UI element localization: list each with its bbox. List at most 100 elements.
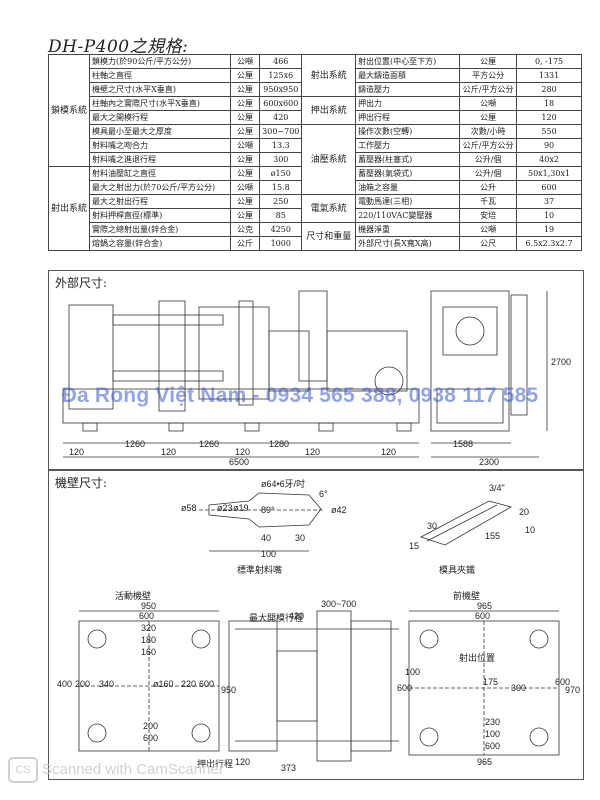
clamp-dim-label: 10 — [525, 525, 536, 535]
right-spec-unit: 公噸 — [459, 222, 518, 237]
page-title: DH-P400之規格: — [48, 37, 189, 57]
left-spec-value: 13.3 — [259, 138, 303, 153]
moving-platen-dim-label: 400 — [57, 679, 73, 689]
fixed-platen-dim-label: 300 — [511, 683, 527, 693]
middle-dim-label: 373 — [281, 763, 297, 773]
right-spec-unit: 公斤/平方公分 — [459, 138, 518, 153]
fixed-platen-dim-label: 600 — [485, 741, 501, 751]
right-spec-item: 鑄造壓力 — [355, 82, 461, 97]
right-group-name: 押出系統 — [301, 96, 357, 125]
left-spec-unit: 公厘 — [229, 96, 261, 111]
ejector-stroke-value: 120 — [235, 757, 251, 767]
clamp-dim-label: 30 — [427, 521, 438, 531]
left-spec-unit: 公厘 — [229, 124, 261, 139]
nozzle-dim-label: 89° — [261, 505, 275, 515]
right-group-name: 尺寸和重量 — [301, 222, 357, 251]
ejector-stroke-label: 押出行程 — [197, 759, 234, 769]
right-spec-unit: 公厘 — [459, 110, 518, 125]
right-spec-unit: 公升/個 — [459, 152, 518, 167]
right-spec-unit: 平方公分 — [459, 68, 518, 83]
right-spec-value: 0, -175 — [516, 54, 582, 69]
dim-side-width: 1588 — [453, 439, 474, 449]
left-spec-value: 1000 — [259, 236, 303, 251]
right-spec-value: 1331 — [516, 68, 582, 83]
left-spec-item: 柱軸之直徑 — [89, 68, 231, 83]
left-spec-item: 射料押桿直徑(標準) — [89, 208, 231, 223]
left-spec-value: 4250 — [259, 222, 303, 237]
clamp-dim-label: 15 — [409, 541, 420, 551]
right-spec-item: 射出位置(中心至下方) — [355, 54, 461, 69]
dim-segment-1: 1260 — [125, 439, 146, 449]
right-spec-value: 37 — [516, 194, 582, 209]
right-spec-value: 10 — [516, 208, 582, 223]
left-spec-unit: 公斤 — [229, 236, 261, 251]
left-spec-unit: 公厘 — [229, 208, 261, 223]
left-spec-value: 950x950 — [259, 82, 303, 97]
moving-platen-dim-label: 600 — [199, 679, 215, 689]
right-spec-value: 40x2 — [516, 152, 582, 167]
left-spec-unit: 公厘 — [229, 166, 261, 181]
right-spec-unit: 公厘 — [459, 54, 518, 69]
fixed-platen-dim-label: 970 — [565, 685, 581, 695]
left-spec-unit: 公噸 — [229, 180, 261, 195]
right-spec-value: 120 — [516, 110, 582, 125]
nozzle-dim-label: ø19 — [233, 503, 249, 513]
fixed-platen-caption: 前機壁 — [453, 592, 481, 602]
left-spec-value: 300 — [259, 152, 303, 167]
nozzle-dim-label: ø23 — [217, 503, 233, 513]
right-spec-item: 最大鑄造面積 — [355, 68, 461, 83]
clamp-dim-label: 3/4" — [489, 483, 505, 493]
left-spec-unit: 公噸 — [229, 54, 261, 69]
clamp-caption: 模具夾鐵 — [439, 566, 476, 576]
left-group-name: 鎖模系統 — [47, 54, 91, 167]
right-spec-value: 50x1,30x1 — [516, 166, 582, 181]
right-spec-value: 90 — [516, 138, 582, 153]
right-spec-unit: 公噸 — [459, 96, 518, 111]
right-spec-unit: 安培 — [459, 208, 518, 223]
right-spec-item: 電動馬達(三相) — [355, 194, 461, 209]
fixed-platen-dim-label: 965 — [477, 757, 493, 767]
external-dimensions-drawing — [62, 290, 548, 458]
right-group-name: 射出系統 — [301, 54, 357, 97]
right-group-name: 油壓系統 — [301, 124, 357, 195]
left-spec-item: 射料嘴之吻合力 — [89, 138, 231, 153]
left-spec-value: 300~700 — [259, 124, 303, 139]
left-spec-item: 機壁之尺寸(水平X垂直) — [89, 82, 231, 97]
external-dimensions-panel: 外部尺寸: — [48, 270, 584, 470]
right-spec-item: 220/110VAC變壓器 — [355, 208, 461, 223]
left-spec-value: 125x6 — [259, 68, 303, 83]
left-spec-unit: 公厘 — [229, 82, 261, 97]
right-spec-unit: 公升/個 — [459, 166, 518, 181]
left-spec-unit: 公厘 — [229, 68, 261, 83]
left-spec-item: 射料油壓缸之直徑 — [89, 166, 231, 181]
clamp-dim-label: 20 — [519, 507, 530, 517]
middle-dim-label: 最大開模行程 — [249, 613, 304, 623]
left-spec-value: 250 — [259, 194, 303, 209]
right-spec-unit: 公升 — [459, 180, 518, 195]
right-group-name: 電氣系統 — [301, 194, 357, 223]
left-spec-item: 柱軸內之實際尺寸(水平X垂直) — [89, 96, 231, 111]
right-spec-value: 280 — [516, 82, 582, 97]
right-spec-item: 押出力 — [355, 96, 461, 111]
fixed-platen-dim-label: 600 — [397, 683, 413, 693]
right-spec-item: 蓄壓器(柱塞式) — [355, 152, 461, 167]
moving-platen-dim-label: 320 — [141, 623, 157, 633]
left-spec-item: 最大之射出行程 — [89, 194, 231, 209]
moving-platen-dim-label: 950 — [141, 601, 157, 611]
platen-dimensions-panel: 機壁尺寸: — [48, 470, 584, 780]
moving-platen-dim-label: 220 — [181, 679, 197, 689]
left-spec-unit: 公厘 — [229, 152, 261, 167]
nozzle-dim-label: ø64•6牙/吋 — [261, 479, 306, 489]
left-spec-item: 模具最小至最大之厚度 — [89, 124, 231, 139]
moving-platen-dim-label: 600 — [139, 611, 155, 621]
